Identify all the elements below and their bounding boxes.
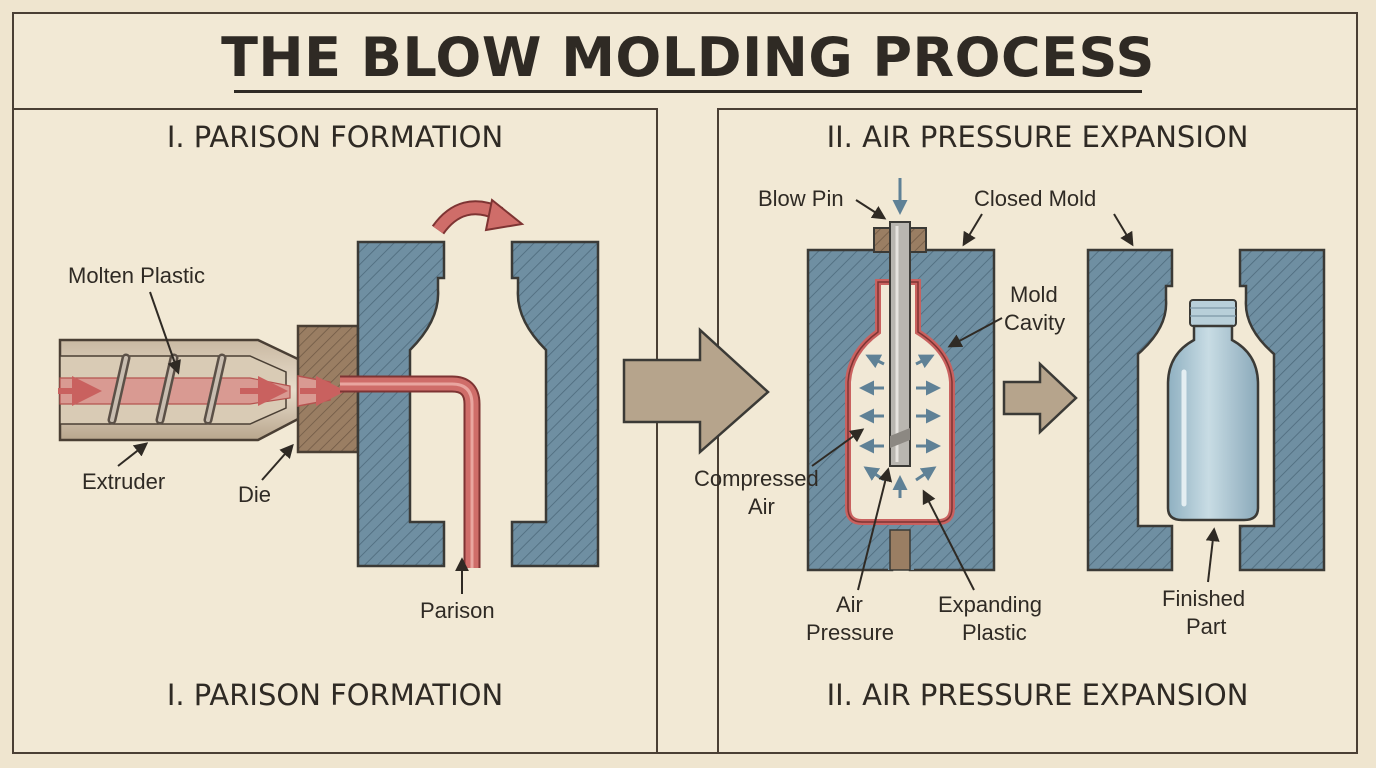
process-arrow-large-icon: [622, 327, 770, 455]
leader-air-pressure: [857, 467, 893, 591]
label-air-pressure-line-2: Pressure: [806, 620, 894, 645]
finished-bottle: [1166, 299, 1260, 522]
label-expanding-plastic-line-2: Plastic: [962, 620, 1027, 645]
label-parison: Parison: [420, 598, 495, 623]
parison-tube: [340, 375, 481, 568]
leader-mold-cavity: [947, 317, 1003, 348]
finished-mold-right-half: [1238, 248, 1326, 572]
extruder: [58, 338, 302, 442]
label-air-pressure-line-1: Air: [836, 592, 863, 617]
label-extruder: Extruder: [82, 469, 165, 494]
mold-cavity-outline: [847, 281, 953, 523]
heading-parison-formation-top: I. PARISON FORMATION: [166, 120, 504, 154]
heading-air-pressure-expansion-bottom: II. AIR PRESSURE EXPANSION: [826, 678, 1249, 712]
label-molten-plastic: Molten Plastic: [68, 263, 205, 288]
leader-closed-mold-2: [1113, 213, 1134, 247]
heading-air-pressure-expansion-top: II. AIR PRESSURE EXPANSION: [826, 120, 1249, 154]
leader-compressed-air: [811, 428, 865, 467]
open-mold-right-half: [510, 240, 600, 568]
page-title: THE BLOW MOLDING PROCESS: [221, 26, 1155, 89]
label-compressed-air-line-2: Air: [748, 494, 775, 519]
leader-extruder: [117, 442, 149, 467]
leader-expanding-plastic: [922, 489, 975, 591]
label-finished-part-line-2: Part: [1186, 614, 1226, 639]
panel-parison-formation: [12, 108, 658, 754]
process-arrow-small-icon: [1002, 361, 1078, 435]
finished-mold-left-half: [1086, 248, 1174, 572]
label-die: Die: [238, 482, 271, 507]
label-blow-pin: Blow Pin: [758, 186, 844, 211]
open-mold-left-half: [356, 240, 446, 568]
label-closed-mold: Closed Mold: [974, 186, 1096, 211]
leader-finished-part: [1205, 527, 1220, 583]
label-finished-part-line-1: Finished: [1162, 586, 1245, 611]
leader-blow-pin: [855, 199, 887, 220]
leader-closed-mold: [962, 213, 983, 247]
label-expanding-plastic-line-1: Expanding: [938, 592, 1042, 617]
blow-pin: [889, 221, 911, 467]
mold-rotate-arrow-icon: [431, 198, 525, 235]
label-mold-cavity-line-1: Mold: [1010, 282, 1058, 307]
air-pressure-arrows: [859, 178, 941, 498]
leader-molten-plastic: [149, 291, 181, 375]
title-underline: [234, 90, 1142, 93]
label-compressed-air-line-1: Compressed: [694, 466, 819, 491]
heading-parison-formation-bottom: I. PARISON FORMATION: [166, 678, 504, 712]
leader-die: [261, 443, 294, 481]
label-mold-cavity-line-2: Cavity: [1004, 310, 1065, 335]
